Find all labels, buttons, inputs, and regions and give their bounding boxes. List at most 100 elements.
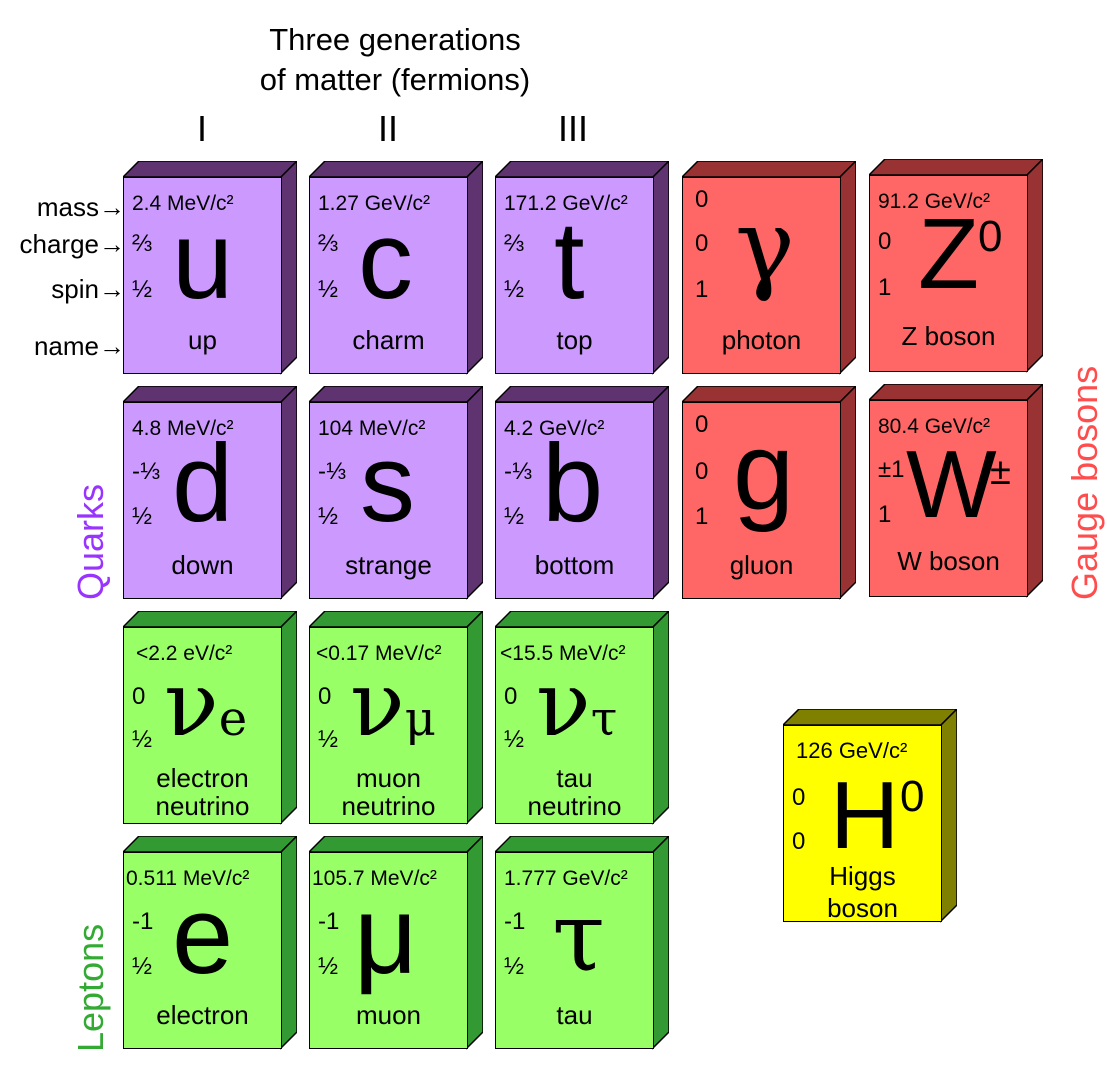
- particle-name: tau: [556, 1000, 593, 1030]
- mass-value: <0.17 MeV/c²: [316, 642, 442, 665]
- mass-value: 0: [695, 186, 709, 213]
- charge-value: ±1: [878, 456, 905, 483]
- generation-label-1: I: [196, 108, 207, 149]
- card-3d-edges: [869, 384, 1043, 598]
- charge-value: -1: [318, 908, 340, 935]
- particle-card-down: 4.8 MeV/c² -⅓ ½ d down: [123, 386, 297, 600]
- particle-name: strange: [345, 550, 432, 580]
- particle-name: Z boson: [901, 321, 996, 351]
- card-3d-edges: [123, 386, 297, 600]
- particle-symbol: e: [172, 874, 234, 997]
- generation-label-3: III: [557, 108, 588, 149]
- title-line-1: Three generations: [269, 22, 521, 57]
- mass-value: 1.777 GeV/c²: [504, 867, 628, 890]
- spin-value: 1: [878, 274, 892, 301]
- particle-symbol: d: [172, 422, 234, 545]
- particle-symbol: t: [554, 199, 585, 322]
- particle-name: W boson: [897, 546, 1000, 576]
- row-label-charge: charge→: [19, 229, 126, 259]
- particle-superscript: 0: [978, 212, 1003, 261]
- particle-symbol: νe: [164, 652, 248, 757]
- mass-value: 4.2 GeV/c²: [504, 417, 605, 440]
- spin-value: 1: [878, 501, 892, 528]
- mass-value: 126 GeV/c²: [796, 738, 908, 763]
- particle-superscript: 0: [900, 772, 925, 821]
- row-label-spin: spin→: [51, 274, 125, 304]
- card-3d-edges: [309, 611, 483, 825]
- particle-name: electron: [156, 1000, 249, 1030]
- particle-name: photon: [721, 325, 802, 355]
- particle-card-strange: 104 MeV/c² -⅓ ½ s strange: [309, 386, 483, 600]
- particle-name: bottom: [534, 550, 615, 580]
- spin-value: ½: [504, 953, 525, 980]
- charge-value: ⅔: [504, 230, 525, 257]
- mass-value: 104 MeV/c²: [318, 417, 426, 440]
- mass-value: 0: [695, 411, 709, 438]
- particle-name: down: [171, 550, 234, 580]
- charge-value: 0: [695, 230, 709, 257]
- mass-value: 80.4 GeV/c²: [878, 415, 991, 438]
- particle-symbol: u: [172, 199, 234, 322]
- mass-value: <2.2 eV/c²: [136, 642, 233, 665]
- particle-symbol: γ: [735, 187, 795, 304]
- title-line-2: of matter (fermions): [259, 62, 531, 97]
- particle-symbol: b: [542, 422, 604, 545]
- particle-card-muon: 105.7 MeV/c² -1 ½ μ muon: [309, 836, 483, 1050]
- card-3d-edges: [495, 836, 669, 1050]
- particle-name: top: [556, 325, 593, 355]
- card-3d-edges: [123, 611, 297, 825]
- spin-value: ½: [132, 276, 153, 303]
- particle-symbol: μ: [354, 874, 418, 997]
- particle-card-tau: 1.777 GeV/c² -1 ½ τ tau: [495, 836, 669, 1050]
- row-label-mass: mass→: [36, 192, 125, 222]
- mass-value: <15.5 MeV/c²: [500, 642, 626, 665]
- spin-value: ½: [132, 503, 153, 530]
- spin-value: ½: [318, 276, 339, 303]
- mass-value: 2.4 MeV/c²: [132, 192, 234, 215]
- charge-value: 0: [504, 683, 518, 710]
- mass-value: 171.2 GeV/c²: [504, 192, 628, 215]
- particle-card-up: 2.4 MeV/c² ⅔ ½ u up: [123, 161, 297, 375]
- particle-symbol: τ: [552, 881, 606, 993]
- charge-value: ⅔: [318, 230, 339, 257]
- particle-name: charm: [352, 325, 425, 355]
- card-3d-edges: [869, 159, 1043, 373]
- particle-card-z-boson: 91.2 GeV/c² 0 1 Z 0 Z boson: [869, 159, 1043, 373]
- charge-value: -⅓: [504, 458, 533, 485]
- spin-value: 0: [792, 828, 806, 855]
- charge-value: 0: [878, 228, 892, 255]
- charge-value: 0: [132, 683, 146, 710]
- particle-card-gluon: 0 0 1 g gluon: [682, 386, 856, 600]
- particle-subscript: τ: [590, 691, 618, 747]
- charge-value: -1: [132, 908, 154, 935]
- particle-card-w-boson: 80.4 GeV/c² ±1 1 W ± W boson: [869, 384, 1043, 598]
- spin-value: ½: [504, 503, 525, 530]
- particle-card-charm: 1.27 GeV/c² ⅔ ½ c charm: [309, 161, 483, 375]
- row-label-name: name→: [33, 331, 125, 361]
- mass-value: 91.2 GeV/c²: [878, 190, 991, 213]
- charge-value: 0: [792, 784, 806, 811]
- mass-value: 1.27 GeV/c²: [318, 192, 431, 215]
- spin-value: 1: [695, 276, 709, 303]
- charge-value: -⅓: [318, 458, 347, 485]
- charge-value: 0: [695, 458, 709, 485]
- spin-value: ½: [504, 726, 525, 753]
- spin-value: ½: [504, 276, 525, 303]
- spin-value: 1: [695, 503, 709, 530]
- particle-card-electron: 0.511 MeV/c² -1 ½ e electron: [123, 836, 297, 1050]
- spin-value: ½: [132, 953, 153, 980]
- spin-value: ½: [318, 953, 339, 980]
- particle-symbol: g: [733, 410, 795, 533]
- particle-card-top: 171.2 GeV/c² ⅔ ½ t top: [495, 161, 669, 375]
- particle-subscript: μ: [404, 691, 436, 747]
- mass-value: 4.8 MeV/c²: [132, 417, 234, 440]
- gauge-bosons-label: Gauge bosons: [1064, 365, 1105, 600]
- particle-name: up: [188, 325, 217, 355]
